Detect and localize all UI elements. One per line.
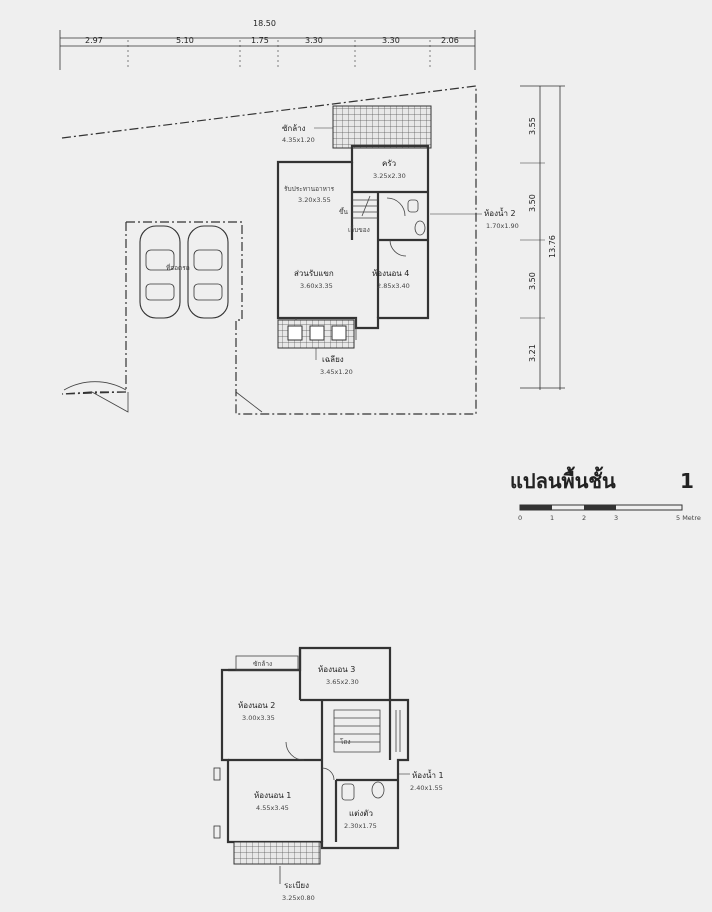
top-dim-3: 1.75 (251, 36, 269, 45)
side-dimension-chain: 3.55 3.50 3.50 3.21 13.76 (520, 85, 565, 390)
side-dim-3: 3.50 (528, 272, 537, 290)
car-icon (139, 225, 181, 319)
balcony-label: ระเบียง (284, 881, 309, 890)
upper-laundry-label: ซักล้าง (253, 660, 272, 668)
bedroom3-label: ห้องนอน 3 (318, 665, 355, 674)
terrace-label: เฉลียง (322, 355, 344, 364)
bathroom2-label: ห้องน้ำ 2 (484, 207, 516, 218)
scale-tick-3: 3 (614, 514, 618, 522)
bathroom1-label: ห้องน้ำ 1 (412, 769, 444, 780)
property-boundary (61, 85, 477, 415)
top-dim-6: 2.06 (441, 36, 459, 45)
scale-tick-0: 0 (518, 514, 522, 522)
laundry-area (332, 105, 432, 149)
balcony-size: 3.25x0.80 (282, 894, 315, 902)
side-dim-4: 3.21 (528, 344, 537, 362)
carport-label: ที่จอดรถ (166, 263, 190, 272)
laundry-label: ซักล้าง (282, 124, 306, 133)
bedroom2-size: 3.00x3.35 (242, 714, 275, 722)
scale-tick-2: 2 (582, 514, 586, 522)
total-depth-label: 13.76 (548, 235, 557, 258)
bedroom4-label: ห้องนอน 4 (372, 269, 409, 278)
terrace-size: 3.45x1.20 (320, 368, 353, 376)
plan-title-number: 1 (680, 469, 694, 493)
bathroom1-size: 2.40x1.55 (410, 784, 443, 792)
upper-floor-walls (220, 646, 410, 850)
side-dim-1: 3.55 (528, 117, 537, 135)
top-dim-1: 2.97 (85, 36, 103, 45)
bathroom2-size: 1.70x1.90 (486, 222, 519, 230)
scale-bar: 0 1 2 3 5 Metre (518, 504, 701, 522)
top-dimension-chain: 18.50 2.97 5.10 1.75 3.30 3.30 2.06 (59, 19, 476, 70)
balcony-area (233, 841, 321, 865)
stair-up-label: ขึ้น (339, 207, 348, 216)
kitchen-size: 3.25x2.30 (373, 172, 406, 180)
dining-label: รับประทานอาหาร (284, 185, 335, 193)
scale-tick-5: 5 Metre (676, 514, 701, 522)
storage-label: เก็บของ (348, 225, 370, 234)
dressing-label: แต่งตัว (349, 809, 373, 818)
scale-tick-1: 1 (550, 514, 554, 522)
dining-size: 3.20x3.55 (298, 196, 331, 204)
laundry-size: 4.35x1.20 (282, 136, 315, 144)
top-dim-2: 5.10 (176, 36, 194, 45)
top-dim-5: 3.30 (382, 36, 400, 45)
hall-label: โถง (340, 738, 351, 746)
car-icon (187, 225, 229, 319)
gate-line (235, 391, 263, 413)
carport: ที่จอดรถ (63, 221, 243, 413)
ground-floor-walls (276, 144, 430, 340)
side-dim-2: 3.50 (528, 194, 537, 212)
top-dim-4: 3.30 (305, 36, 323, 45)
bedroom1-size: 4.55x3.45 (256, 804, 289, 812)
plan-title: แปลนพื้นชั้น (510, 466, 616, 493)
living-label: ส่วนรับแขก (294, 269, 334, 278)
bedroom1-label: ห้องนอน 1 (254, 791, 291, 800)
total-width-label: 18.50 (253, 19, 276, 28)
bedroom4-size: 2.85x3.40 (377, 282, 410, 290)
living-size: 3.60x3.35 (300, 282, 333, 290)
bedroom2-label: ห้องนอน 2 (238, 701, 275, 710)
bedroom3-size: 3.65x2.30 (326, 678, 359, 686)
dressing-size: 2.30x1.75 (344, 822, 377, 830)
kitchen-label: ครัว (382, 159, 396, 168)
